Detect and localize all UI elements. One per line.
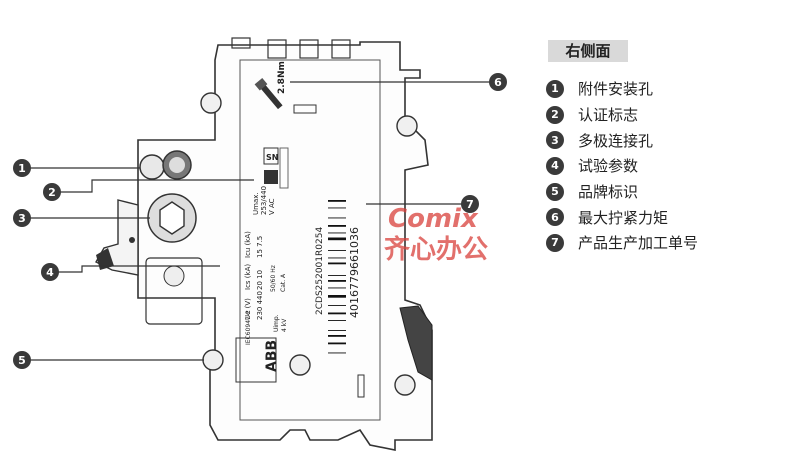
callout-3: 3 (13, 209, 31, 227)
callout-markers: 1 2 3 4 5 6 7 (13, 73, 507, 369)
callout-6: 6 (489, 73, 507, 91)
icu-values: 15 7.5 (256, 236, 264, 258)
svg-text:5: 5 (18, 354, 26, 367)
callout-5: 5 (13, 351, 31, 369)
legend-list: 1 附件安装孔 2 认证标志 3 多极连接孔 4 试验参数 5 品牌标识 6 最大拧紧力矩 7 产品生产加… (546, 76, 786, 256)
accessory-hole-left (139, 154, 165, 180)
legend-item: 2 认证标志 (546, 102, 786, 128)
breaker-housing (137, 41, 433, 451)
svg-text:2: 2 (48, 186, 56, 199)
ue-header: Ue (V) (244, 298, 252, 320)
uimp-value: 4 kV (281, 318, 288, 332)
certification-marks: SN (263, 147, 289, 189)
rating-voltage: 253/440 (260, 186, 268, 215)
barcode-number: 4016779661036 (348, 227, 361, 318)
sn-mark: SN (266, 153, 278, 162)
legend-label: 品牌标识 (578, 183, 639, 202)
rating-unit: V AC (268, 198, 276, 215)
callout-7: 7 (461, 195, 479, 213)
legend-label: 最大拧紧力矩 (578, 208, 669, 227)
legend-label: 多极连接孔 (578, 131, 654, 150)
brand-logo: ABB (264, 340, 280, 372)
legend-label: 认证标志 (578, 106, 639, 125)
svg-text:3: 3 (18, 212, 26, 225)
legend-item: 7 产品生产加工单号 (546, 230, 786, 256)
legend-item: 1 附件安装孔 (546, 76, 786, 102)
top-notches (231, 37, 351, 59)
svg-text:7: 7 (466, 198, 474, 211)
barcode-code: 2CDS252001R0254 (315, 227, 325, 315)
legend-item: 4 试验参数 (546, 153, 786, 179)
legend-number: 6 (546, 208, 564, 227)
ics-values: 20 10 (256, 270, 264, 290)
icu-header: Icu (kA) (244, 231, 252, 258)
legend-label: 试验参数 (578, 157, 639, 176)
legend-number: 7 (546, 233, 564, 252)
legend-number: 2 (546, 105, 564, 124)
watermark-logo: Comix (388, 204, 479, 234)
test-window (145, 257, 203, 325)
ue-values: 230 440 (256, 291, 264, 320)
legend-number: 4 (546, 156, 564, 175)
callout-2: 2 (43, 183, 61, 201)
brand-logo-frame (235, 337, 277, 383)
screwdriver-icon (254, 77, 283, 110)
legend-item: 6 最大拧紧力矩 (546, 204, 786, 230)
legend-title: 右侧面 (548, 40, 628, 62)
svg-text:1: 1 (18, 162, 26, 175)
uimp-label: Uimp. (273, 314, 280, 332)
legend-label: 产品生产加工单号 (578, 234, 699, 253)
callout-lines (28, 81, 494, 361)
frequency: 50/60 Hz (270, 265, 277, 292)
standard-code: IEC60947-2 (245, 310, 252, 345)
callout-4: 4 (41, 263, 59, 281)
watermark-text: 齐心办公 (384, 234, 488, 265)
legend-item: 3 多极连接孔 (546, 127, 786, 153)
production-barcode (328, 200, 346, 354)
rating-title: Umax. (252, 192, 260, 215)
callout-1: 1 (13, 159, 31, 177)
legend-label: 附件安装孔 (578, 80, 654, 99)
legend-number: 1 (546, 79, 564, 98)
svg-text:4: 4 (46, 266, 54, 279)
category: Cat. A (280, 273, 287, 292)
din-clip (399, 305, 433, 381)
svg-text:6: 6 (494, 76, 502, 89)
legend-number: 5 (546, 182, 564, 201)
mounting-holes (200, 92, 418, 396)
legend-item: 5 品牌标识 (546, 179, 786, 205)
ics-header: Ics (kA) (244, 264, 252, 290)
torque-label: 2.8Nm (277, 61, 287, 94)
legend-number: 3 (546, 131, 564, 150)
